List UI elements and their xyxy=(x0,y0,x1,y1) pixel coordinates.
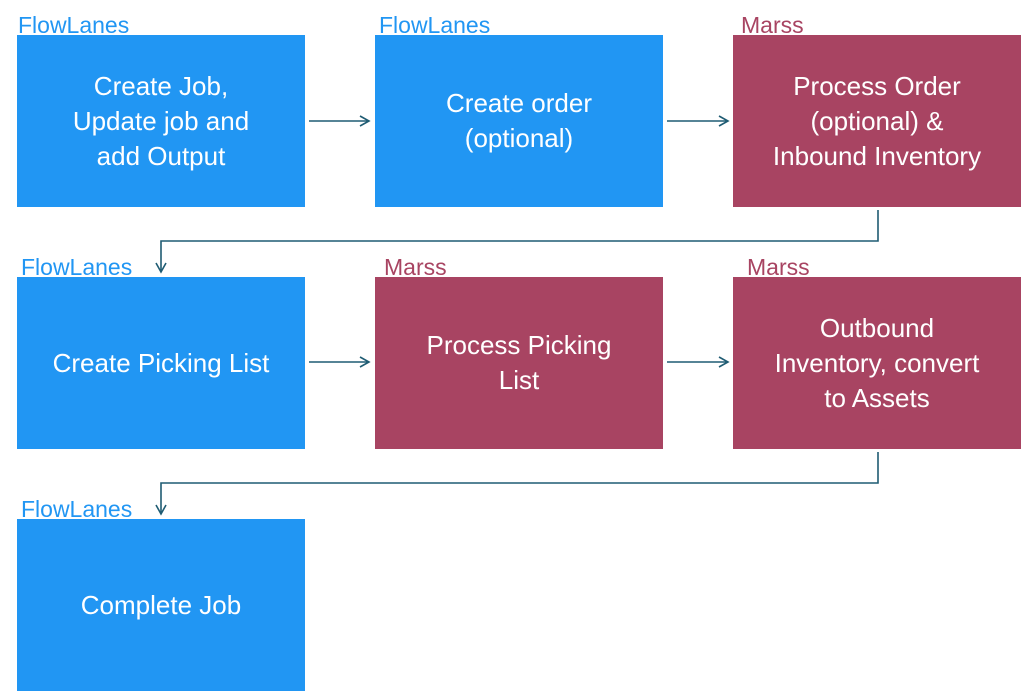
step-5-box: Process Picking List xyxy=(375,277,663,449)
step-6-box: Outbound Inventory, convert to Assets xyxy=(733,277,1021,449)
step-7-text-line: Complete Job xyxy=(80,589,242,620)
step-3-text-line: Inbound Inventory xyxy=(772,140,982,171)
step-3-text-line: Process Order xyxy=(793,70,961,101)
arrow-step6-to-step7 xyxy=(155,452,879,516)
step-2-text-line: (optional) xyxy=(464,123,574,153)
step-6-text-line: Outbound xyxy=(819,312,935,343)
step-5-text-line: Process Picking xyxy=(426,330,612,360)
step-2-box: Create order (optional) xyxy=(375,35,663,207)
step-3-text-line: (optional) & xyxy=(810,105,944,136)
step-7-system-label: FlowLanes xyxy=(21,496,133,522)
step-2-system-label: FlowLanes xyxy=(379,12,491,38)
step-3-box: Process Order (optional) & Inbound Inven… xyxy=(733,35,1021,207)
step-6-system-label: Marss xyxy=(747,254,810,280)
step-6-text-line: to Assets xyxy=(824,382,930,413)
step-3-system-label: Marss xyxy=(741,12,804,38)
step-4-box: Create Picking List xyxy=(17,277,305,449)
step-1-text-line: Create Job, xyxy=(93,70,229,101)
step-2-text-line: Create order xyxy=(446,88,592,118)
step-5-system-label: Marss xyxy=(384,254,447,280)
step-7-box: Complete Job xyxy=(17,519,305,691)
step-1-system-label: FlowLanes xyxy=(18,12,130,38)
step-6-text-line: Inventory, convert xyxy=(774,347,980,378)
step-5-text-line: List xyxy=(498,365,540,395)
step-4-text-line: Create Picking List xyxy=(52,347,270,378)
arrow-step3-to-step4 xyxy=(155,210,879,274)
step-1-text-line: add Output xyxy=(96,140,226,171)
step-1-text-line: Update job and xyxy=(72,105,250,136)
step-1-box: Create Job, Update job and add Output xyxy=(17,35,305,207)
step-4-system-label: FlowLanes xyxy=(21,254,133,280)
